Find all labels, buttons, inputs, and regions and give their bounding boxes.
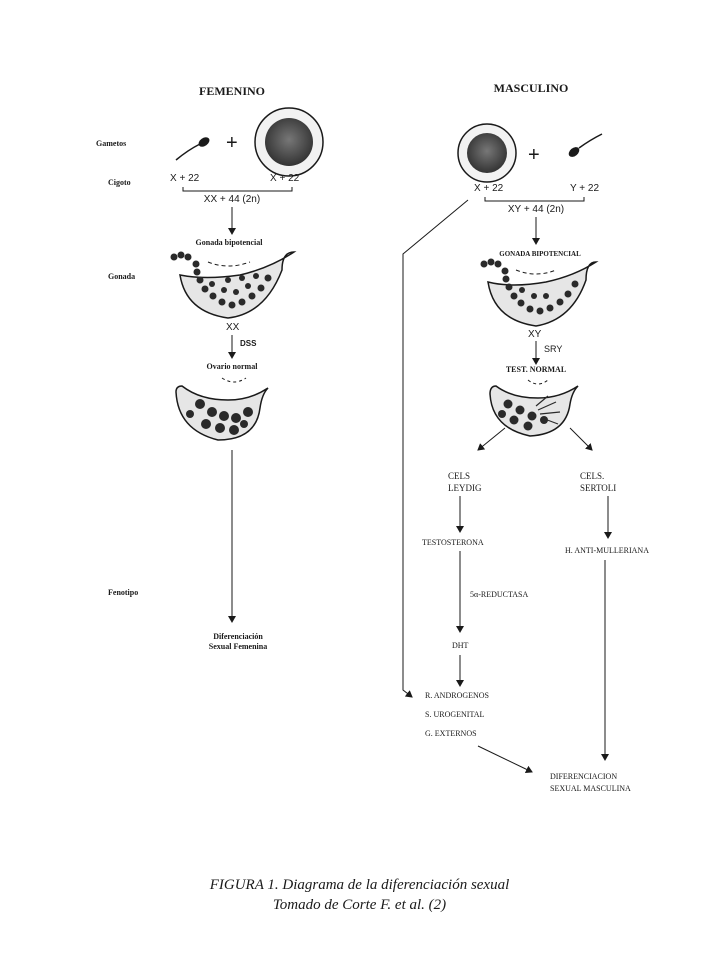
stage-label-phenotype: Fenotipo [108, 588, 138, 597]
male-zygote-left: X + 22 [474, 183, 504, 194]
female-result-line2: Sexual Femenina [209, 642, 267, 651]
target-urogenital-sinus: S. UROGENITAL [425, 710, 484, 719]
male-zygote-right: Y + 22 [570, 183, 599, 194]
male-chromosome-label: XY [528, 329, 542, 340]
female-ovary-label: Ovario normal [207, 362, 259, 371]
male-arrow-targets-result [477, 745, 533, 774]
dht-label: DHT [452, 641, 469, 650]
target-external-genitalia: G. EXTERNOS [425, 729, 477, 738]
female-zygote-bracket [182, 187, 293, 192]
sertoli-cells-line2: SERTOLI [580, 483, 616, 493]
caption-line1: FIGURA 1. Diagrama de la diferenciación … [209, 877, 510, 893]
female-result-line1: Diferenciación [213, 632, 263, 641]
female-sperm-icon [175, 137, 210, 161]
caption-line2: Tomado de Corte F. et al. (2) [272, 897, 447, 913]
male-arrow-testis-leydig [477, 427, 506, 451]
target-androgen-receptors: R. ANDROGENOS [425, 691, 489, 700]
leydig-cells-line1: CELS [448, 471, 470, 481]
male-bipotential-label: GONADA BIPOTENCIAL [499, 250, 581, 258]
stage-label-gonad: Gonada [108, 272, 135, 281]
stage-label-gametes: Gametos [96, 139, 126, 148]
testosterone-label: TESTOSTERONA [422, 538, 484, 547]
male-testis-icon [489, 379, 579, 437]
female-header: FEMENINO [199, 84, 265, 98]
male-arrow-testis-sertoli [569, 427, 593, 451]
male-ovum-icon [457, 123, 517, 183]
sertoli-cells-line1: CELS. [580, 471, 604, 481]
male-arrow-zygote-targets [402, 199, 469, 698]
stage-label-zygote: Cigoto [108, 178, 131, 187]
male-testis-label: TEST. NORMAL [506, 365, 566, 374]
male-zygote-bracket [484, 197, 585, 202]
female-bipotential-gonad-icon [170, 251, 297, 319]
female-ovum-icon [254, 107, 324, 177]
male-header: MASCULINO [494, 81, 569, 95]
leydig-cells-line2: LEYDIG [448, 483, 482, 493]
reductase-label: 5α-REDUCTASA [470, 590, 528, 599]
female-bipotential-label: Gonada bipotencial [196, 238, 264, 247]
female-chromosome-label: XX [226, 322, 240, 333]
female-plus-sign: + [226, 132, 238, 154]
figure-caption: FIGURA 1. Diagrama de la diferenciación … [0, 875, 719, 915]
female-zygote-left: X + 22 [170, 173, 200, 184]
male-plus-sign: + [528, 144, 540, 166]
male-gene-label: SRY [544, 344, 562, 354]
male-result-line2: SEXUAL MASCULINA [550, 784, 631, 793]
male-result-line1: DIFERENCIACION [550, 772, 617, 781]
female-zygote-right: X + 22 [270, 173, 300, 184]
female-gene-label: DSS [240, 339, 257, 348]
amh-label: H. ANTI-MULLERIANA [565, 546, 649, 555]
male-bipotential-gonad-icon [480, 258, 599, 327]
male-sperm-icon [568, 133, 603, 157]
male-karyotype: XY + 44 (2n) [508, 204, 564, 215]
female-ovary-icon [175, 377, 269, 441]
female-karyotype: XX + 44 (2n) [204, 194, 260, 205]
